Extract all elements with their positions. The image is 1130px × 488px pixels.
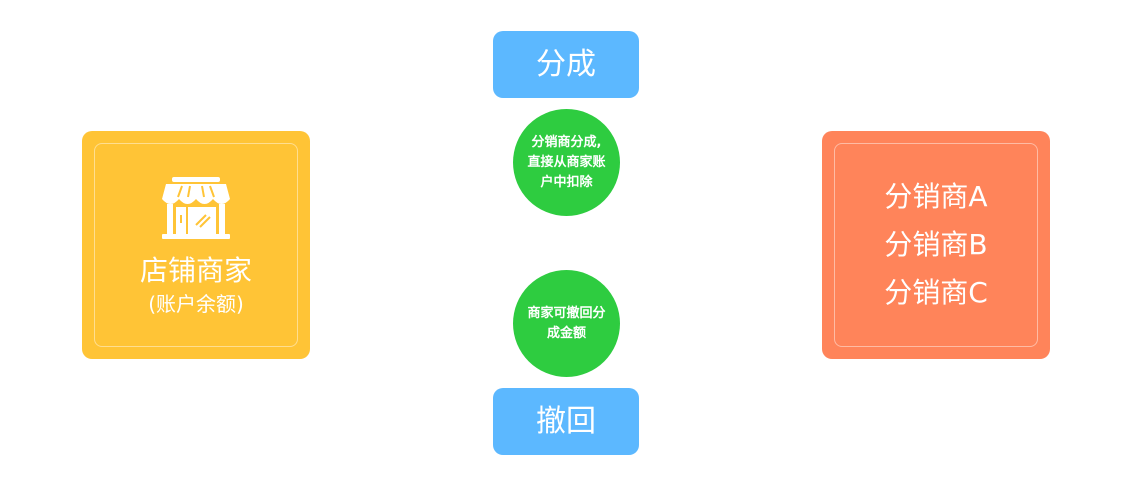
- split-note-line: 直接从商家账: [527, 154, 606, 170]
- revoke-note-bubble: 商家可撤回分 成金额: [513, 270, 620, 377]
- distributor-item: 分销商A: [884, 180, 988, 213]
- distributor-item: 分销商B: [884, 228, 988, 261]
- distributors-card-inner-border: [834, 143, 1038, 347]
- storefront-icon: [162, 177, 230, 239]
- distributor-item: 分销商C: [884, 276, 988, 309]
- distributor-list: 分销商A 分销商B 分销商C: [822, 173, 1050, 317]
- split-action-box: 分成: [493, 31, 639, 98]
- split-note-bubble: 分销商分成, 直接从商家账 户中扣除: [513, 109, 620, 216]
- store-card-inner-border: [94, 143, 298, 347]
- store-merchant-card: 店铺商家 (账户余额): [82, 131, 310, 359]
- revoke-note-line: 商家可撤回分: [527, 305, 606, 321]
- distributors-card: 分销商A 分销商B 分销商C: [822, 131, 1050, 359]
- store-title: 店铺商家: [139, 254, 252, 287]
- split-note-line: 分销商分成,: [531, 134, 602, 150]
- store-subtitle: (账户余额): [148, 292, 244, 316]
- split-note-line: 户中扣除: [540, 174, 593, 190]
- revoke-action-box: 撤回: [493, 388, 639, 455]
- revoke-note-line: 成金额: [546, 325, 586, 341]
